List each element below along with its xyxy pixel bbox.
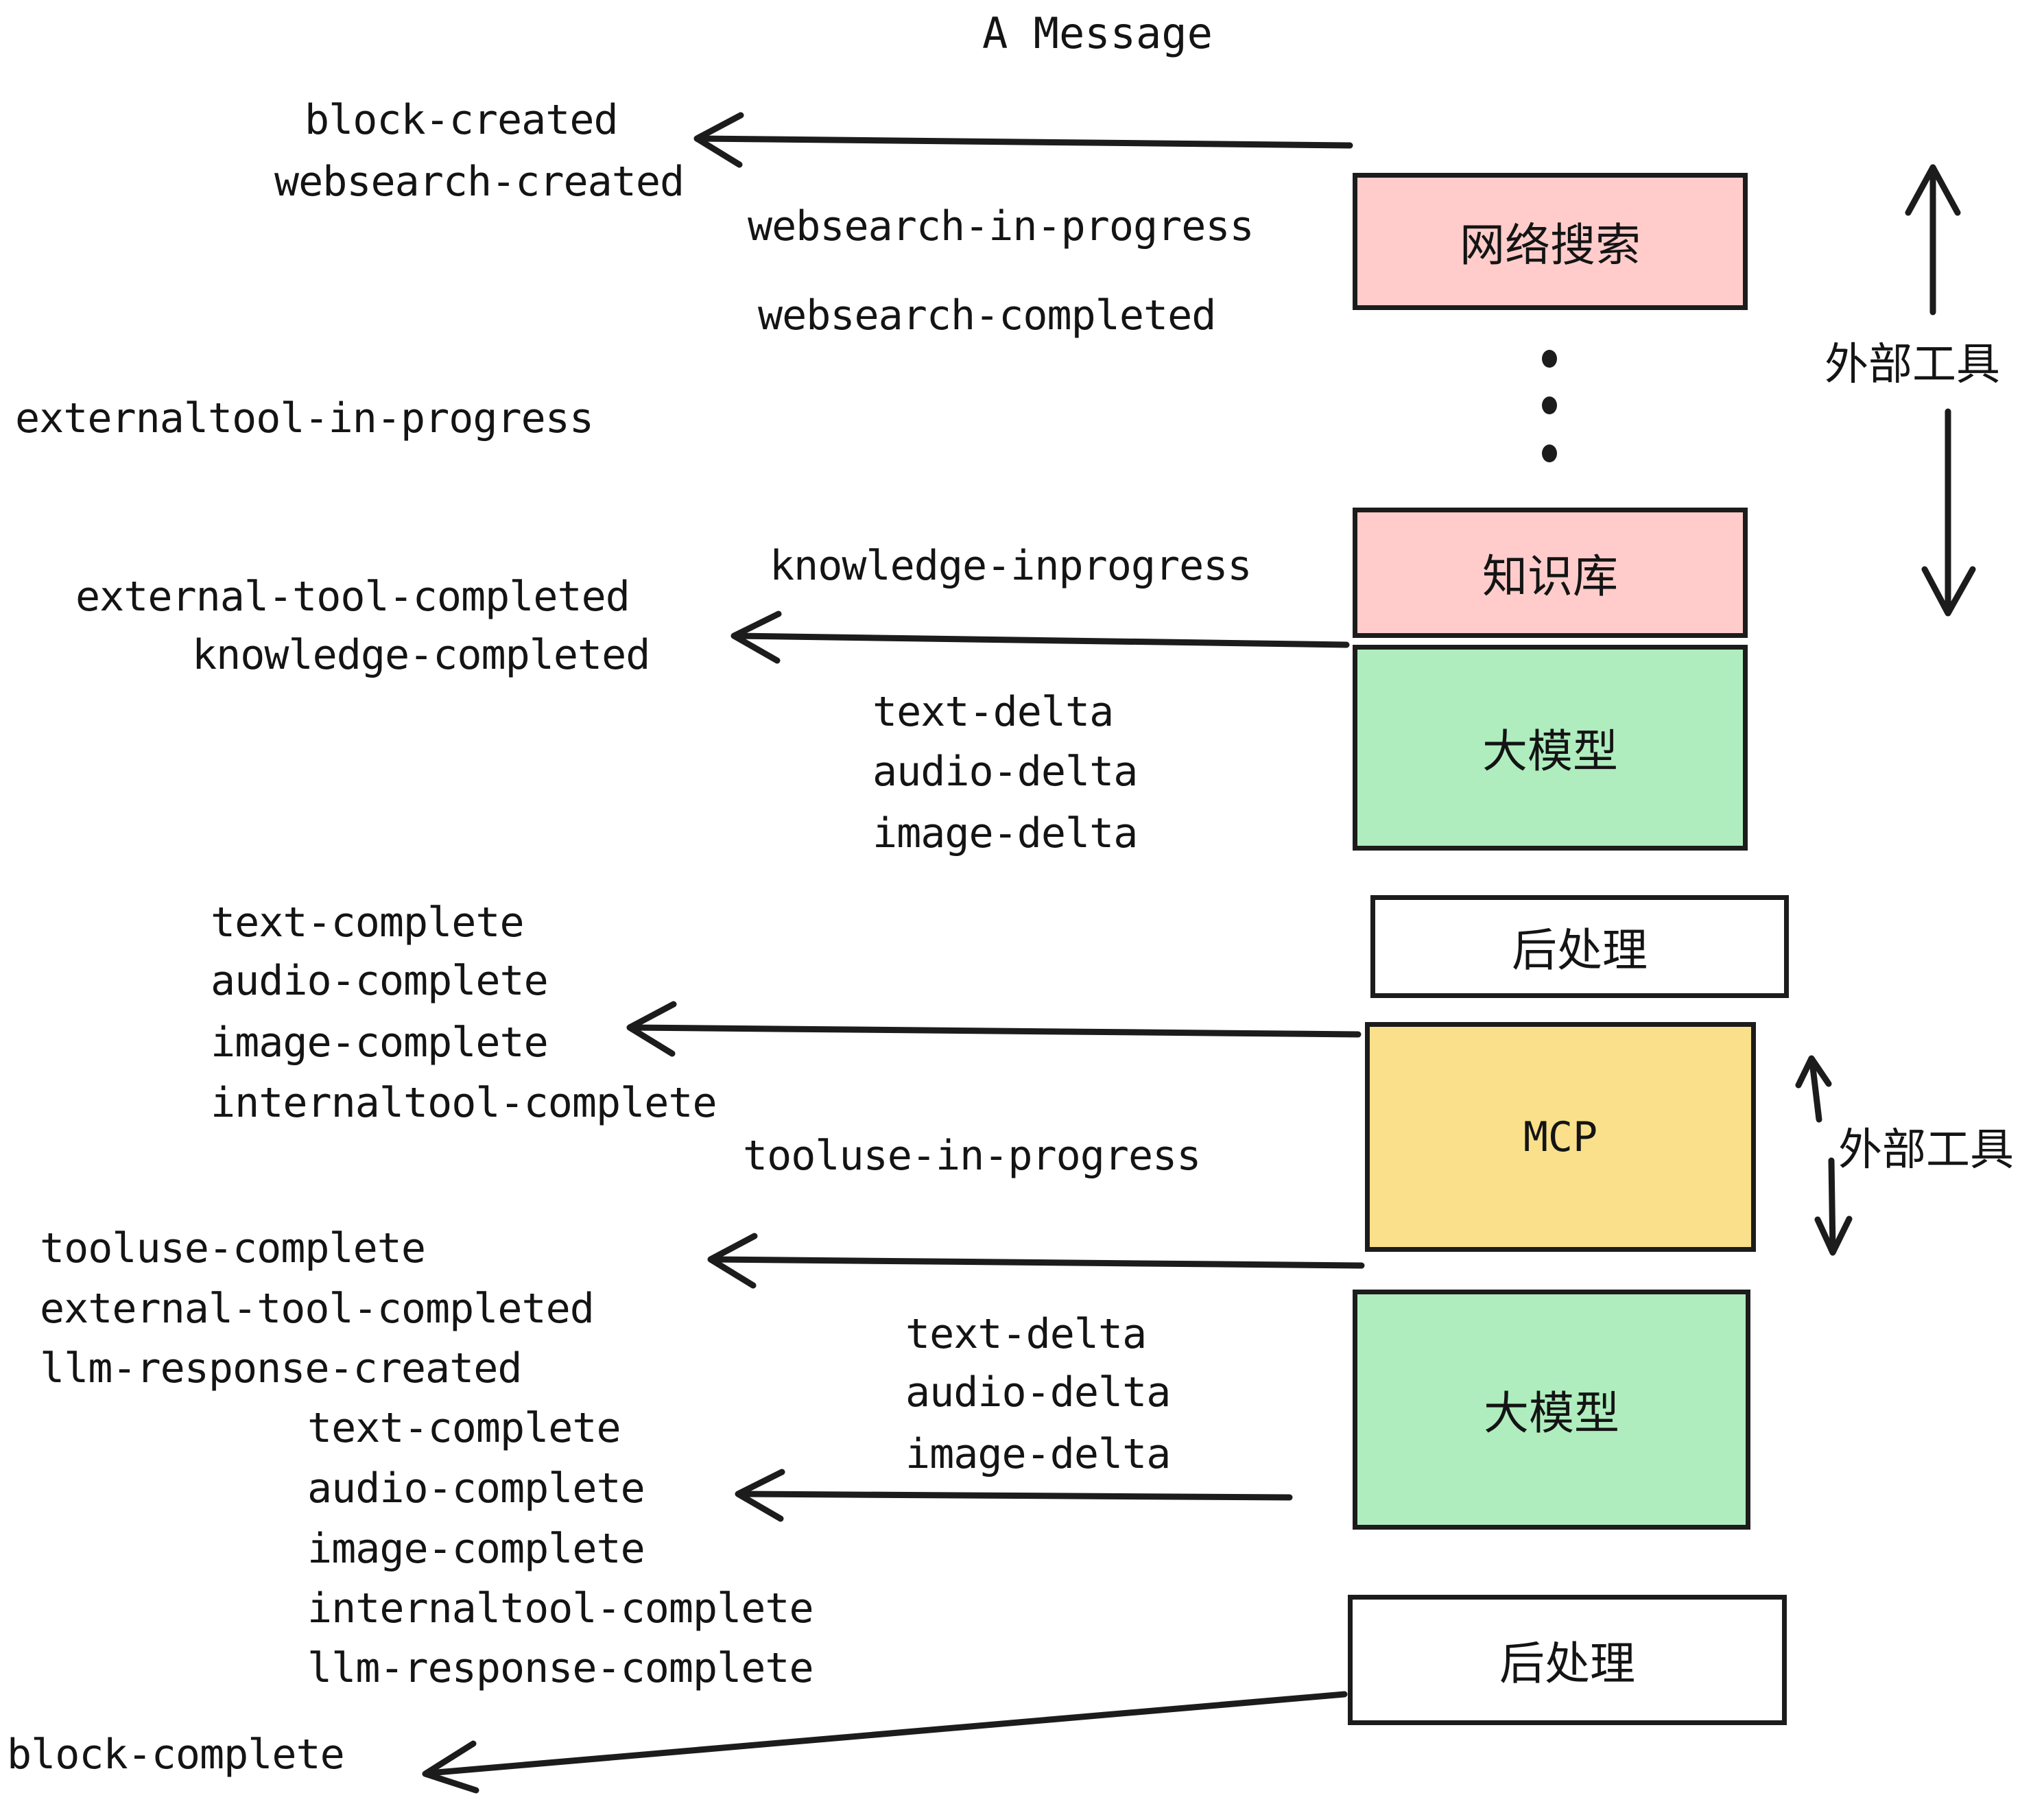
arrow-websearch-to-left [693,112,1353,168]
label-external-tools-lower: 外部工具 [1838,1125,2014,1176]
ellipsis-dot [1542,444,1557,462]
box-websearch[interactable]: 网络搜索 [1353,173,1748,310]
event-websearch-in-progress: websearch-in-progress [748,202,1255,250]
event-knowledge-completed: knowledge-completed [192,631,650,679]
event-tooluse-in-progress: tooluse-in-progress [743,1132,1201,1180]
event-websearch-completed: websearch-completed [758,292,1216,340]
event-internaltool-complete-2: internaltool-complete [307,1585,814,1633]
arrow-postprocess-to-left [626,1001,1362,1057]
event-block-created: block-created [305,96,619,144]
event-block-complete: block-complete [7,1731,345,1779]
event-audio-complete-1: audio-complete [211,957,549,1005]
box-postprocess-top[interactable]: 后处理 [1370,895,1789,998]
event-image-complete-2: image-complete [307,1525,645,1573]
event-tooluse-complete: tooluse-complete [40,1224,426,1272]
event-audio-delta-2: audio-delta [905,1368,1171,1416]
box-mcp[interactable]: MCP [1365,1022,1756,1252]
arrow-mcp-to-left [707,1233,1365,1289]
box-knowledge[interactable]: 知识库 [1353,508,1748,638]
event-external-tool-completed-1: external-tool-completed [75,573,630,621]
label-external-tools-upper: 外部工具 [1825,340,2000,390]
arrow-external-tools-up-lower [1795,1055,1832,1123]
arrow-llm-bottom-to-left [735,1469,1293,1522]
event-websearch-created: websearch-created [274,158,685,206]
event-text-delta-2: text-delta [905,1310,1147,1358]
arrow-external-tools-down-upper [1921,408,1976,617]
page-title: A Message [982,8,1213,58]
event-external-tool-completed-2: external-tool-completed [40,1285,595,1333]
event-audio-delta-1: audio-delta [872,748,1138,796]
ellipsis-dot [1542,396,1557,414]
event-llm-response-complete: llm-response-complete [307,1644,814,1692]
arrow-external-tools-up-upper [1905,164,1961,316]
event-image-delta-2: image-delta [905,1430,1171,1478]
event-text-complete-2: text-complete [307,1404,621,1452]
box-llm-top[interactable]: 大模型 [1353,645,1748,851]
event-llm-response-created: llm-response-created [40,1344,522,1392]
event-knowledge-inprogress: knowledge-inprogress [770,542,1252,590]
arrow-postprocess-bottom-to-left [422,1691,1348,1794]
event-externaltool-in-progress: externaltool-in-progress [15,394,594,442]
ellipsis-dot [1542,350,1557,368]
event-image-delta-1: image-delta [872,809,1138,857]
event-text-delta-1: text-delta [872,688,1114,736]
event-internaltool-complete-1: internaltool-complete [211,1079,717,1127]
box-postprocess-bottom[interactable]: 后处理 [1348,1595,1787,1725]
box-llm-bottom[interactable]: 大模型 [1353,1290,1750,1530]
event-audio-complete-2: audio-complete [307,1464,645,1512]
event-image-complete-1: image-complete [211,1019,549,1067]
event-text-complete-1: text-complete [211,899,525,947]
arrow-knowledge-to-left [730,610,1350,664]
